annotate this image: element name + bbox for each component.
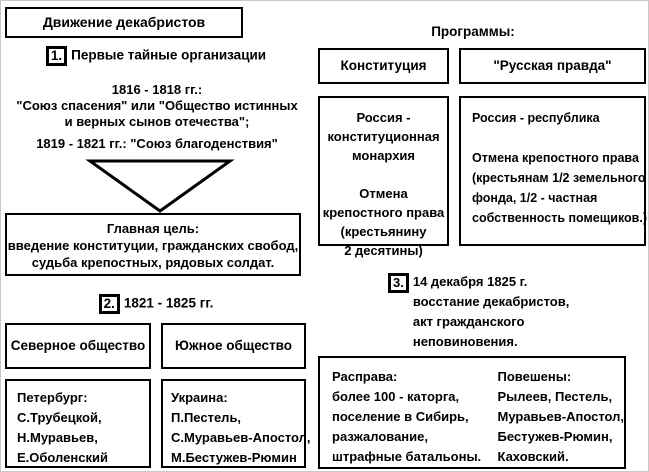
section3-text: 14 декабря 1825 г. восстание декабристов… xyxy=(413,272,569,352)
section2-heading: 2.1821 - 1825 гг. xyxy=(1,294,311,314)
north-members-box: Петербург: С.Трубецкой, Н.Муравьев, Е.Об… xyxy=(5,379,151,468)
section1-heading: 1.Первые тайные организации xyxy=(1,46,311,66)
program-line: Отмена xyxy=(359,186,408,201)
punishment-line: поселение в Сибирь, xyxy=(332,409,469,424)
early-unions-line: и верных сынов отечества"; xyxy=(64,114,250,129)
main-title: Движение декабристов xyxy=(42,14,206,30)
section3-number-box: 3. xyxy=(388,273,409,293)
punishment-line: разжалование, xyxy=(332,429,428,444)
south-society-title: Южное общество xyxy=(174,338,293,353)
section1-label: Первые тайные организации xyxy=(71,47,267,63)
goal-line: введение конституции, гражданских свобод… xyxy=(7,238,299,253)
section1-number-box: 1. xyxy=(45,46,68,66)
member-line: М.Бестужев-Рюмин xyxy=(171,450,297,465)
pravda-detail-box: Россия - республика Отмена крепостного п… xyxy=(459,96,647,246)
program-line: 2 десятины) xyxy=(344,243,423,258)
program-line: собственность помещиков.) xyxy=(472,211,647,225)
section2-label: 1821 - 1825 гг. xyxy=(123,295,214,311)
member-line: С.Муравьев-Апостол, xyxy=(171,430,311,445)
section3-line: восстание декабристов, xyxy=(412,294,570,309)
member-line: Н.Муравьев, xyxy=(17,430,98,445)
member-line: П.Пестель, xyxy=(171,410,242,425)
program-line: Россия - республика xyxy=(472,111,600,125)
section3-line: неповиновения. xyxy=(412,334,518,349)
program-line: крепостного права xyxy=(322,205,445,220)
program-line: конституционная xyxy=(327,129,440,144)
early-unions-line: "Союз спасения" или "Общество истинных xyxy=(16,98,298,113)
executed-column: Повешены: Рылеев, Пестель, Муравьев-Апос… xyxy=(497,367,624,467)
section3-line: 14 декабря 1825 г. xyxy=(412,274,528,289)
pravda-title-box: "Русская правда" xyxy=(459,48,646,84)
executed-line: Муравьев-Апостол, xyxy=(497,409,624,424)
south-society-box: Южное общество xyxy=(161,323,306,369)
section3-heading: 3. 14 декабря 1825 г. восстание декабрис… xyxy=(388,272,569,352)
programs-heading: Программы: xyxy=(431,24,515,39)
punishment-line: более 100 - каторга, xyxy=(332,389,460,404)
program-line: Отмена крепостного права xyxy=(472,151,639,165)
section3-line: акт гражданского xyxy=(412,314,525,329)
main-title-box: Движение декабристов xyxy=(5,7,243,38)
executed-line: Рылеев, Пестель, xyxy=(497,389,613,404)
repression-box: Расправа: более 100 - каторга, поселение… xyxy=(318,356,626,469)
north-society-title: Северное общество xyxy=(10,338,146,353)
program-line: фонда, 1/2 - частная xyxy=(472,191,598,205)
program-line: (крестьянину xyxy=(340,224,427,239)
north-society-box: Северное общество xyxy=(5,323,151,369)
goal-line: судьба крепостных, рядовых солдат. xyxy=(31,255,275,270)
constitution-detail-box: Россия - конституционная монархия Отмена… xyxy=(318,96,449,258)
early-unions-line: 1819 - 1821 гг.: "Союз благоденствия" xyxy=(36,136,278,151)
program-line: монархия xyxy=(351,148,416,163)
program-line: Россия - xyxy=(356,110,411,125)
member-line: Украина: xyxy=(171,390,228,405)
executed-line: Каховский. xyxy=(497,449,569,464)
punishment-line: Расправа: xyxy=(332,369,398,384)
goal-line: Главная цель: xyxy=(106,221,200,236)
executed-line: Бестужев-Рюмин, xyxy=(497,429,613,444)
early-unions-line: 1816 - 1818 гг.: xyxy=(111,82,203,97)
goal-box: Главная цель: введение конституции, граж… xyxy=(5,213,301,276)
executed-line: Повешены: xyxy=(497,369,572,384)
constitution-title-box: Конституция xyxy=(318,48,449,84)
early-unions-text: 1816 - 1818 гг.: "Союз спасения" или "Об… xyxy=(1,82,313,152)
south-members-box: Украина: П.Пестель, С.Муравьев-Апостол, … xyxy=(161,379,311,468)
pravda-title: "Русская правда" xyxy=(493,58,612,73)
program-line: (крестьянам 1/2 земельного xyxy=(472,171,646,185)
member-line: Е.Оболенский xyxy=(17,450,108,465)
constitution-title: Конституция xyxy=(340,58,427,73)
punishment-line: штрафные батальоны. xyxy=(332,449,482,464)
punishment-column: Расправа: более 100 - каторга, поселение… xyxy=(332,367,497,467)
member-line: С.Трубецкой, xyxy=(17,410,102,425)
funnel-triangle xyxy=(85,159,235,213)
member-line: Петербург: xyxy=(17,390,88,405)
section2-number-box: 2. xyxy=(98,294,120,314)
